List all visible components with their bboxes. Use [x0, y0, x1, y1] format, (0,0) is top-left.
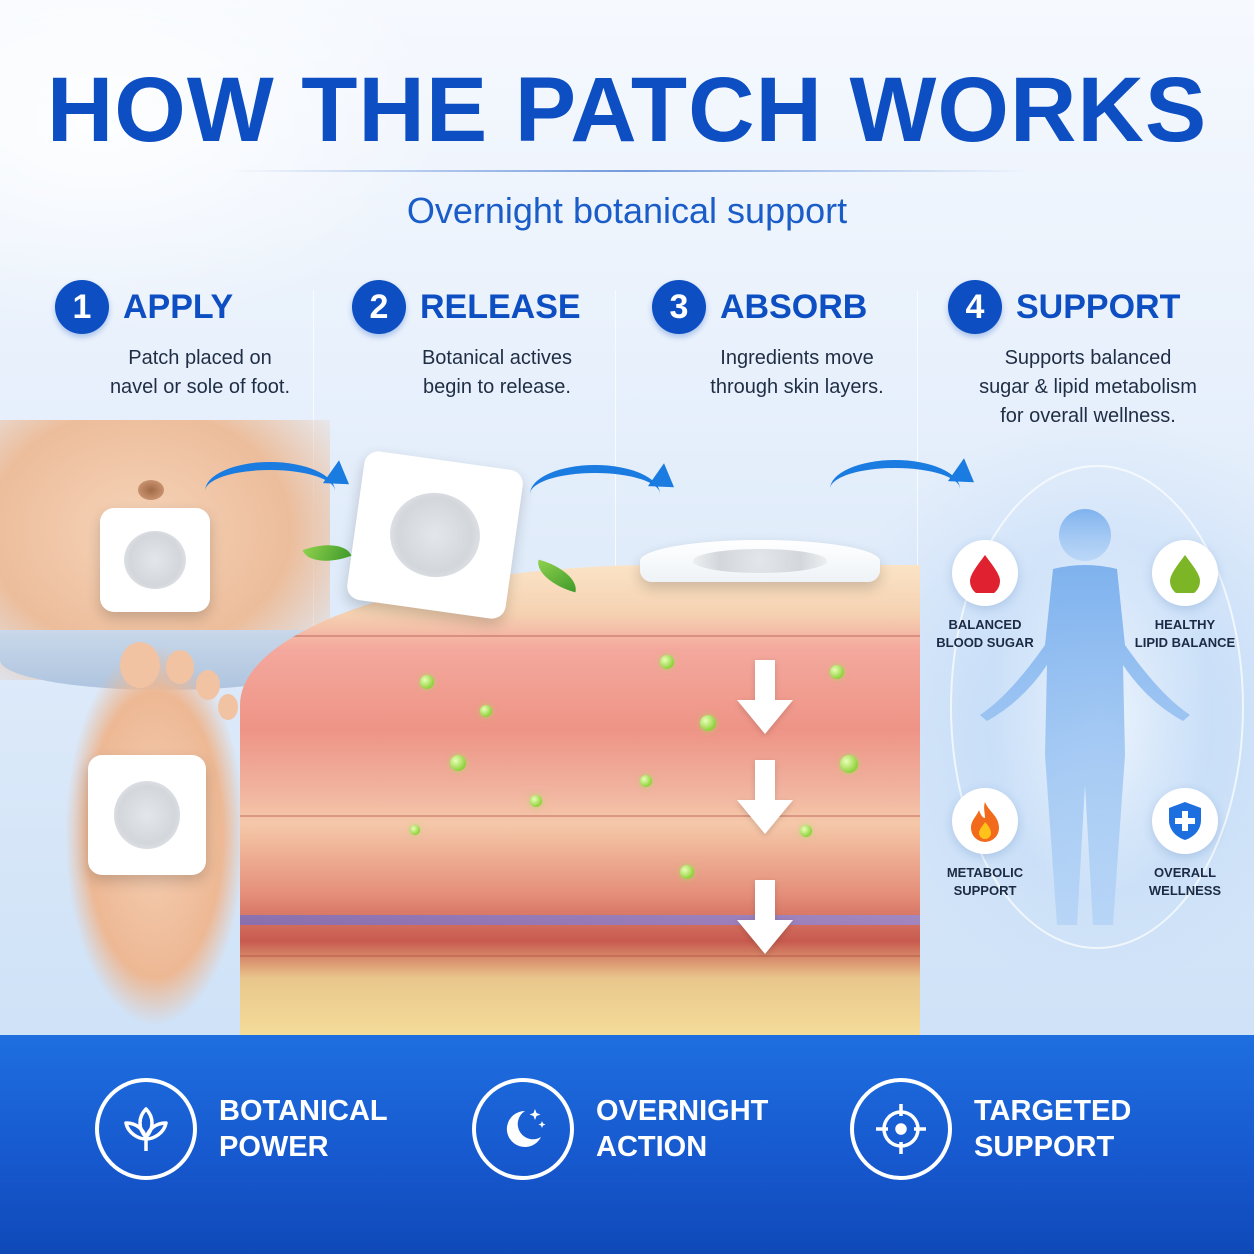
active-bubble [660, 655, 674, 669]
active-bubble [700, 715, 716, 731]
patch-illustration [0, 420, 1254, 1035]
title-divider [230, 170, 1030, 172]
benefit-wellness: OVERALL WELLNESS [1115, 788, 1254, 900]
leaf-icon [95, 1078, 197, 1180]
navel [138, 480, 164, 500]
step-number: 2 [352, 280, 406, 334]
down-arrow-icon [737, 660, 793, 734]
blood-vessel [240, 915, 920, 925]
toe [218, 694, 238, 720]
active-bubble [680, 865, 694, 879]
step-description: Patch placed on navel or sole of foot. [109, 347, 291, 398]
skin-layer-line [240, 815, 920, 817]
release-patch [345, 449, 525, 621]
feature-targeted: TARGETED SUPPORT [850, 1078, 1131, 1180]
benefit-label: BALANCED BLOOD SUGAR [936, 617, 1034, 650]
active-bubble [830, 665, 844, 679]
step-number: 4 [948, 280, 1002, 334]
active-bubble [410, 825, 420, 835]
blood-drop-icon [952, 540, 1018, 606]
flame-icon [952, 788, 1018, 854]
skin-layer-line [240, 955, 920, 957]
step-release: 2 RELEASE Botanical actives begin to rel… [352, 280, 642, 402]
down-arrow-icon [737, 880, 793, 954]
skin-layer-line [240, 635, 920, 637]
feature-label: TARGETED SUPPORT [974, 1095, 1132, 1163]
step-title: RELEASE [420, 287, 581, 326]
absorb-patch [640, 540, 880, 582]
toe [120, 642, 160, 688]
step-title: SUPPORT [1016, 287, 1181, 326]
active-bubble [450, 755, 466, 771]
page-subtitle: Overnight botanical support [406, 190, 848, 231]
step-apply: 1 APPLY Patch placed on navel or sole of… [55, 280, 345, 402]
feature-label: OVERNIGHT ACTION [596, 1095, 769, 1163]
feature-band [0, 1035, 1254, 1254]
feature-botanical: BOTANICAL POWER [95, 1078, 388, 1180]
curve-arrow-icon [530, 465, 660, 523]
active-bubble [840, 755, 858, 773]
feature-label: BOTANICAL POWER [219, 1095, 388, 1163]
active-bubble [800, 825, 812, 837]
curve-arrow-icon [205, 462, 335, 520]
feature-overnight: OVERNIGHT ACTION [472, 1078, 768, 1180]
benefit-metabolic: METABOLIC SUPPORT [915, 788, 1055, 900]
down-arrow-icon [737, 760, 793, 834]
step-number: 3 [652, 280, 706, 334]
step-description: Botanical actives begin to release. [421, 347, 573, 398]
step-absorb: 3 ABSORB Ingredients move through skin l… [652, 280, 942, 402]
page-title: HOW THE PATCH WORKS [46, 59, 1208, 161]
oil-drop-icon [1152, 540, 1218, 606]
benefit-label: METABOLIC SUPPORT [946, 865, 1024, 898]
toe [196, 670, 220, 700]
step-description: Ingredients move through skin layers. [710, 347, 884, 398]
step-title: ABSORB [720, 287, 868, 326]
benefit-label: OVERALL WELLNESS [1148, 865, 1222, 898]
benefit-blood-sugar: BALANCED BLOOD SUGAR [915, 540, 1055, 652]
benefit-label: HEALTHY LIPID BALANCE [1134, 617, 1236, 650]
body-ring [950, 465, 1244, 949]
active-bubble [530, 795, 542, 807]
active-bubble [480, 705, 492, 717]
moon-stars-icon [472, 1078, 574, 1180]
navel-patch [100, 508, 210, 612]
step-description: Supports balanced sugar & lipid metaboli… [979, 347, 1197, 427]
step-number: 1 [55, 280, 109, 334]
toe [166, 650, 194, 684]
foot-patch [88, 755, 206, 875]
benefit-lipid: HEALTHY LIPID BALANCE [1115, 540, 1254, 652]
step-support: 4 SUPPORT Supports balanced sugar & lipi… [948, 280, 1228, 431]
skin-cross-section [240, 565, 920, 1035]
target-icon [850, 1078, 952, 1180]
active-bubble [420, 675, 434, 689]
human-body-icon [980, 509, 1190, 925]
shield-cross-icon [1152, 788, 1218, 854]
active-bubble [640, 775, 652, 787]
step-title: APPLY [123, 287, 234, 326]
curve-arrow-icon [830, 460, 960, 518]
